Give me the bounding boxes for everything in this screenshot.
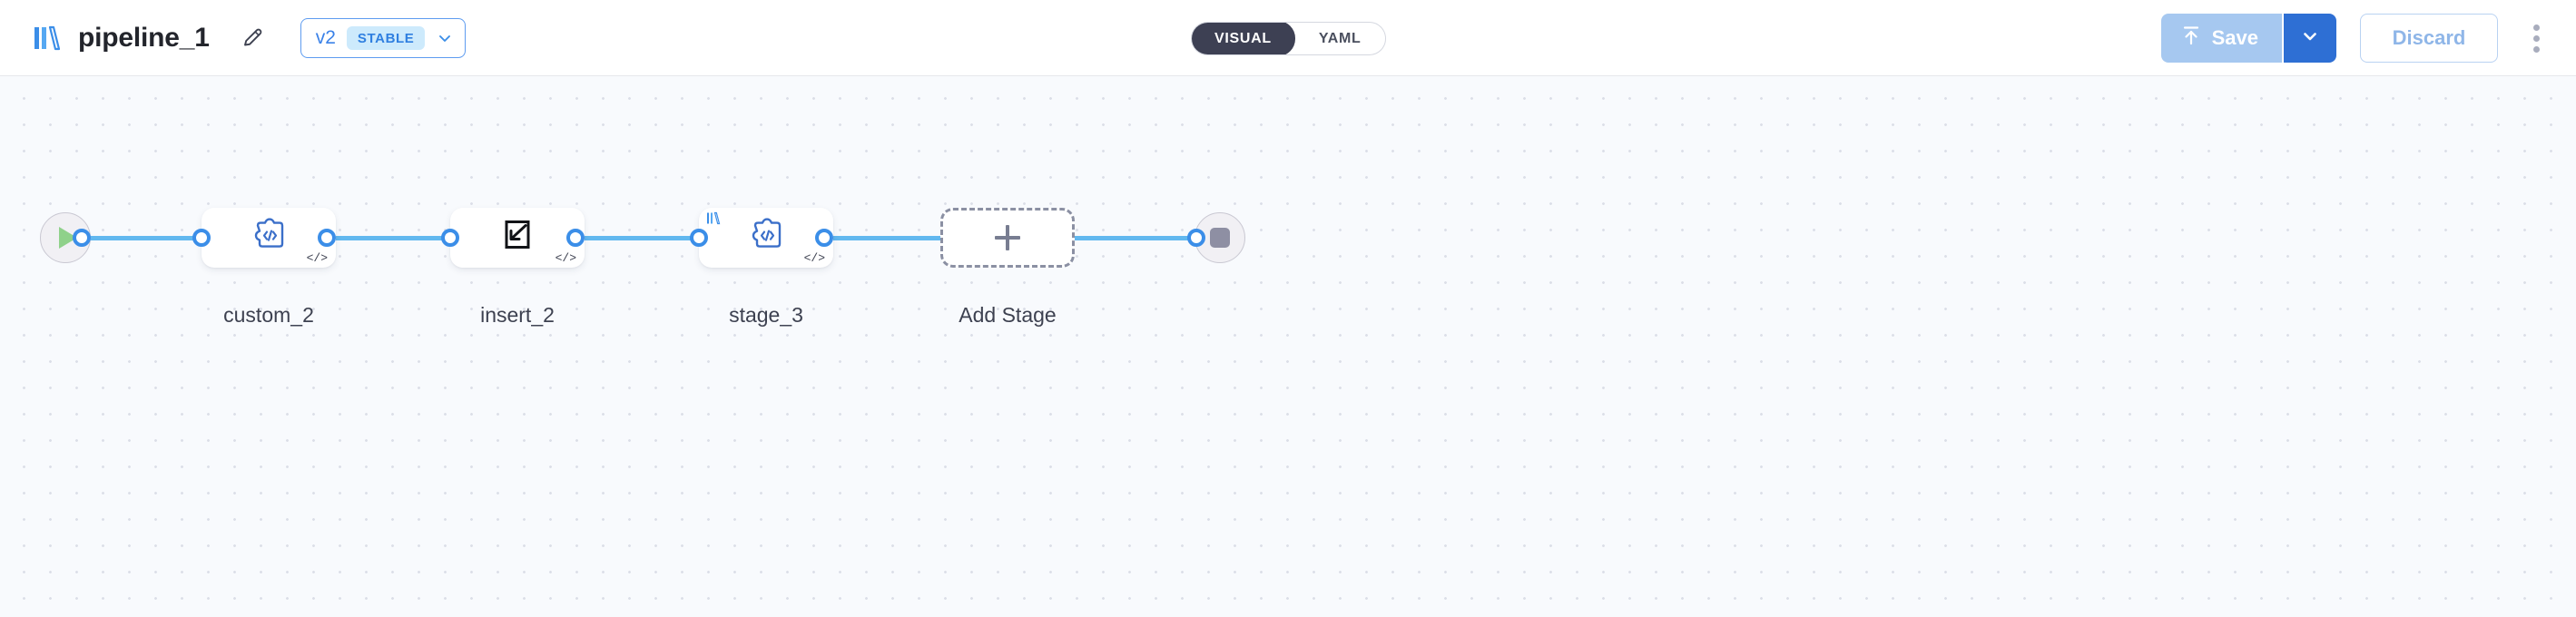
save-dropdown-button[interactable]: [2282, 14, 2336, 63]
plus-icon: [995, 225, 1020, 250]
play-icon: [58, 227, 77, 249]
port-start-out[interactable]: [73, 229, 91, 247]
discard-button[interactable]: Discard: [2360, 14, 2498, 63]
pipeline-canvas[interactable]: </> custom_2 </> insert_2: [0, 76, 2576, 617]
port-stage3-out[interactable]: [815, 229, 833, 247]
tab-visual[interactable]: VISUAL: [1191, 23, 1295, 54]
chevron-down-icon: [2300, 26, 2320, 51]
pipeline-logo-icon: [31, 24, 62, 52]
edge-custom2-to-insert2[interactable]: [327, 236, 463, 240]
save-button-label: Save: [2211, 26, 2258, 49]
tab-yaml[interactable]: YAML: [1318, 30, 1362, 46]
port-end-in[interactable]: [1187, 229, 1205, 247]
add-stage-label: Add Stage: [959, 303, 1057, 327]
save-button[interactable]: Save: [2160, 14, 2282, 63]
brand-group: pipeline_1: [31, 23, 268, 54]
custom-code-puzzle-icon: [250, 217, 288, 258]
port-stage3-in[interactable]: [690, 229, 708, 247]
code-tag-badge: </>: [306, 251, 328, 265]
stage-node-insert_2[interactable]: </>: [450, 208, 585, 268]
kebab-dot: [2532, 45, 2540, 53]
custom-code-puzzle-icon: [747, 217, 785, 258]
kebab-menu-icon[interactable]: [2518, 14, 2554, 63]
insert-arrow-square-icon: [497, 216, 537, 259]
pipeline-logo-icon: [705, 211, 721, 225]
edge-insert2-to-stage3[interactable]: [575, 236, 712, 240]
stage-label-stage_3: stage_3: [729, 303, 803, 327]
code-tag-badge: </>: [555, 251, 576, 265]
app-header: pipeline_1 v2 STABLE VISUAL YAML: [0, 0, 2576, 76]
view-mode-toggle[interactable]: VISUAL YAML: [1191, 22, 1386, 55]
port-insert2-in[interactable]: [441, 229, 459, 247]
chevron-down-icon: [436, 29, 454, 47]
stage-node-custom_2[interactable]: </>: [202, 208, 336, 268]
version-label: v2: [315, 26, 336, 48]
port-custom2-out[interactable]: [318, 229, 336, 247]
add-stage-button[interactable]: [940, 208, 1075, 268]
kebab-dot: [2532, 24, 2540, 31]
stage-node-stage_3[interactable]: </>: [699, 208, 833, 268]
stage-label-custom_2: custom_2: [223, 303, 314, 327]
edge-stage3-to-addstage[interactable]: [824, 236, 1033, 240]
kebab-dot: [2532, 34, 2540, 42]
stop-icon: [1210, 228, 1230, 248]
header-actions: Save Discard: [2160, 0, 2576, 76]
code-tag-badge: </>: [803, 251, 825, 265]
pencil-icon[interactable]: [237, 23, 268, 54]
version-selector[interactable]: v2 STABLE: [300, 17, 467, 58]
edge-addstage-to-end[interactable]: [1071, 236, 1204, 240]
save-button-group: Save: [2160, 14, 2336, 63]
version-status-badge: STABLE: [346, 25, 426, 50]
pipeline-flow: </> custom_2 </> insert_2: [0, 76, 2576, 617]
port-custom2-in[interactable]: [192, 229, 211, 247]
page-title: pipeline_1: [78, 22, 210, 53]
upload-arrow-icon: [2181, 24, 2201, 52]
edge-start-to-custom2[interactable]: [78, 236, 214, 240]
port-insert2-out[interactable]: [566, 229, 585, 247]
stage-label-insert_2: insert_2: [480, 303, 555, 327]
